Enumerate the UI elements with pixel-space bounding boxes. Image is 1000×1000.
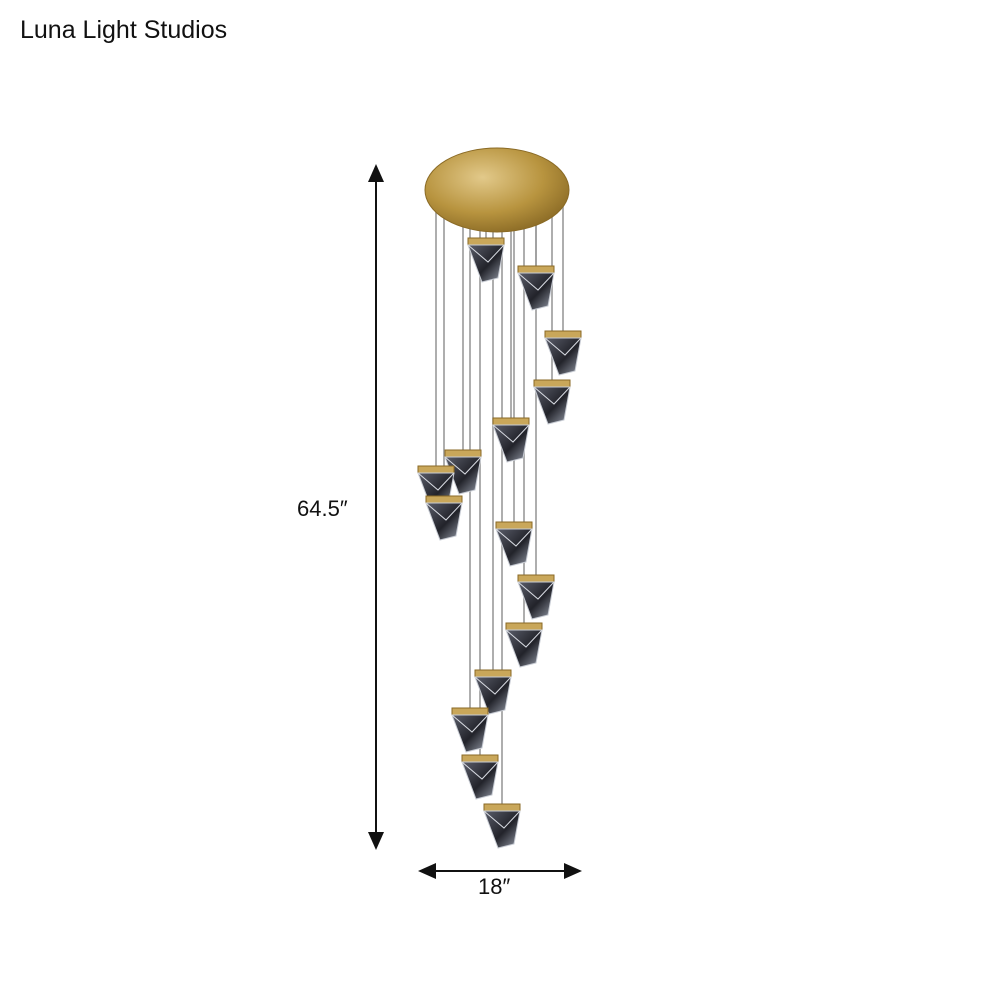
crystal-pendant <box>533 379 571 425</box>
crystal-pendant <box>425 495 463 541</box>
brand-name: Luna Light Studios <box>20 16 228 44</box>
ceiling-canopy <box>424 147 570 233</box>
crystal-pendant <box>451 707 489 753</box>
crystal-pendant <box>544 330 582 376</box>
crystal-pendant <box>461 754 499 800</box>
crystal-pendants <box>417 237 582 849</box>
crystal-pendant <box>517 265 555 311</box>
crystal-pendant <box>517 574 555 620</box>
crystal-pendant <box>474 669 512 715</box>
crystal-pendant <box>492 417 530 463</box>
crystal-pendant <box>483 803 521 849</box>
width-label: 18″ <box>478 874 511 899</box>
crystal-pendant <box>495 521 533 567</box>
crystal-pendant <box>467 237 505 283</box>
height-label: 64.5″ <box>297 496 348 521</box>
crystal-pendant <box>505 622 543 668</box>
